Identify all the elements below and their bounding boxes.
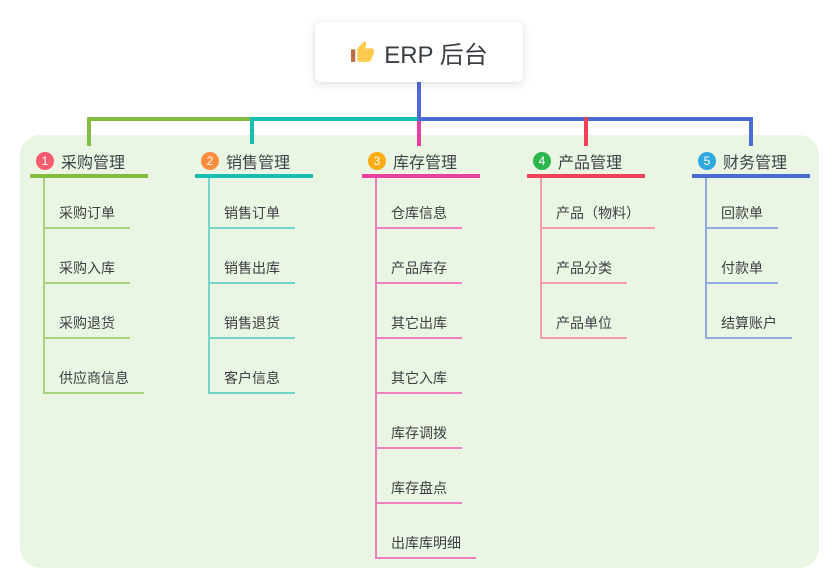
child-node[interactable]: 结算账户 (707, 316, 792, 339)
child-node[interactable]: 销售退货 (210, 316, 295, 339)
child-node[interactable]: 产品（物料） (542, 206, 655, 229)
child-node[interactable]: 销售订单 (210, 206, 295, 229)
child-node[interactable]: 产品库存 (377, 261, 462, 284)
child-row: 客户信息 (210, 339, 313, 394)
child-row: 供应商信息 (45, 339, 148, 394)
root-title: ERP 后台 (384, 41, 488, 69)
connector-drop-5 (749, 117, 753, 146)
child-node[interactable]: 仓库信息 (377, 206, 462, 229)
child-row: 付款单 (707, 229, 810, 284)
connector-drop-3 (417, 121, 421, 146)
canvas-background (20, 135, 819, 568)
child-node[interactable]: 产品分类 (542, 261, 627, 284)
child-row: 仓库信息 (377, 178, 480, 229)
child-row: 出库库明细 (377, 504, 480, 559)
branch-number-badge: 1 (36, 151, 54, 170)
child-row: 采购入库 (45, 229, 148, 284)
branch-inventory: 3 库存管理仓库信息产品库存其它出库其它入库库存调拨库存盘点出库库明细 (362, 147, 480, 559)
child-row: 结算账户 (707, 284, 810, 339)
child-row: 库存盘点 (377, 449, 480, 504)
child-node[interactable]: 其它出库 (377, 316, 462, 339)
children-group-product: 产品（物料） 产品分类产品单位 (540, 178, 655, 339)
children-group-inventory: 仓库信息产品库存其它出库其它入库库存调拨库存盘点出库库明细 (375, 178, 480, 559)
child-node[interactable]: 采购入库 (45, 261, 130, 284)
child-node[interactable]: 回款单 (707, 206, 778, 229)
branch-sales: 2 销售管理销售订单销售出库销售退货客户信息 (195, 147, 313, 394)
child-row: 采购订单 (45, 178, 148, 229)
branch-title-label: 财务管理 (723, 154, 788, 172)
root-node[interactable]: ERP 后台 (315, 22, 523, 82)
child-node[interactable]: 采购退货 (45, 316, 130, 339)
branch-title-finance[interactable]: 5 财务管理 (692, 147, 810, 178)
connector-horizontal-teal (250, 117, 417, 121)
connector-drop-1 (87, 117, 91, 146)
child-node[interactable]: 供应商信息 (45, 371, 144, 394)
branch-title-inventory[interactable]: 3 库存管理 (362, 147, 480, 178)
connector-horizontal-green (87, 117, 250, 121)
child-node[interactable]: 采购订单 (45, 206, 130, 229)
child-node[interactable]: 产品单位 (542, 316, 627, 339)
child-node[interactable]: 付款单 (707, 261, 778, 284)
child-node[interactable]: 出库库明细 (377, 536, 476, 559)
child-row: 销售订单 (210, 178, 313, 229)
branch-title-label: 产品管理 (558, 154, 623, 172)
child-row: 销售退货 (210, 284, 313, 339)
child-row: 产品单位 (542, 284, 655, 339)
branch-number-badge: 3 (368, 151, 386, 170)
branch-product: 4 产品管理产品（物料） 产品分类产品单位 (527, 147, 655, 339)
child-row: 产品分类 (542, 229, 655, 284)
thumbs-up-icon (351, 40, 375, 62)
connector-trunk (417, 82, 421, 121)
branch-title-product[interactable]: 4 产品管理 (527, 147, 645, 178)
children-group-finance: 回款单付款单结算账户 (705, 178, 810, 339)
child-node[interactable]: 销售出库 (210, 261, 295, 284)
branch-title-procurement[interactable]: 1 采购管理 (30, 147, 148, 178)
child-row: 回款单 (707, 178, 810, 229)
child-row: 产品库存 (377, 229, 480, 284)
branch-title-label: 库存管理 (393, 154, 458, 172)
child-node[interactable]: 库存盘点 (377, 481, 462, 504)
child-row: 其它出库 (377, 284, 480, 339)
branch-procurement: 1 采购管理采购订单采购入库采购退货供应商信息 (30, 147, 148, 394)
child-row: 采购退货 (45, 284, 148, 339)
branch-title-sales[interactable]: 2 销售管理 (195, 147, 313, 178)
child-row: 销售出库 (210, 229, 313, 284)
branch-number-badge: 5 (698, 151, 716, 170)
connector-drop-4 (584, 117, 588, 146)
children-group-sales: 销售订单销售出库销售退货客户信息 (208, 178, 313, 394)
child-node[interactable]: 库存调拨 (377, 426, 462, 449)
child-node[interactable]: 客户信息 (210, 371, 295, 394)
branch-title-label: 销售管理 (226, 154, 291, 172)
child-row: 库存调拨 (377, 394, 480, 449)
children-group-procurement: 采购订单采购入库采购退货供应商信息 (43, 178, 148, 394)
connector-drop-2 (250, 117, 254, 144)
child-node[interactable]: 其它入库 (377, 371, 462, 394)
branch-number-badge: 4 (533, 151, 551, 170)
branch-finance: 5 财务管理回款单付款单结算账户 (692, 147, 810, 339)
branch-number-badge: 2 (201, 151, 219, 170)
child-row: 其它入库 (377, 339, 480, 394)
child-row: 产品（物料） (542, 178, 655, 229)
branch-title-label: 采购管理 (61, 154, 126, 172)
